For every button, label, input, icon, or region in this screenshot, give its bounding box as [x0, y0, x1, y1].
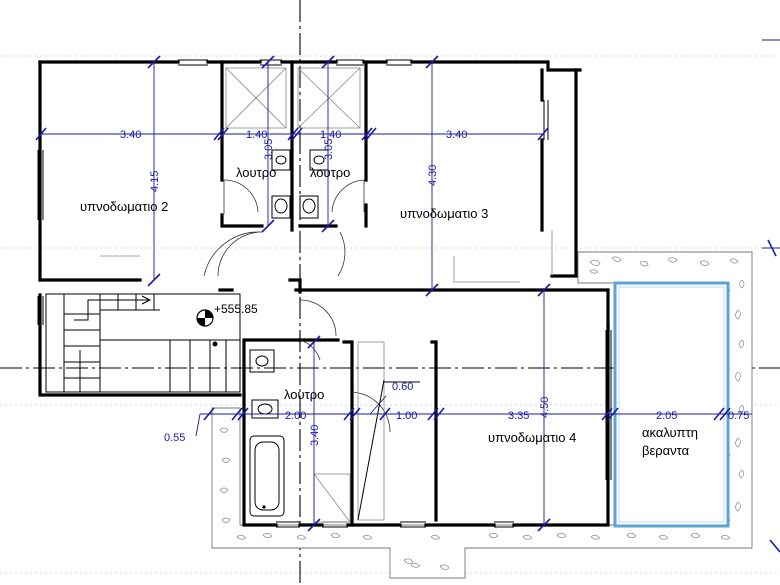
dim-3-40-vertical: 3.40 [309, 425, 321, 446]
dim-1-00: 1.00 [396, 410, 417, 422]
dim-2-05: 2.05 [656, 410, 677, 422]
windows [37, 59, 612, 528]
dimension-ticks [35, 55, 731, 532]
exterior-walls [38, 60, 610, 527]
dim-3-05-a: 3.05 [263, 139, 275, 160]
dim-2-00: 2.00 [285, 410, 306, 422]
level-label: +555.85 [214, 302, 258, 316]
dim-4-15: 4.15 [149, 171, 161, 192]
room-label-bath-1: λουτρο [236, 165, 276, 180]
dim-3-40-right: 3.40 [446, 129, 467, 141]
dimension-labels: 3.40 1.40 1.40 3.40 4.15 3.05 3.05 4.30 … [120, 129, 749, 446]
dim-3-05-b: 3.05 [323, 139, 335, 160]
staircase [45, 293, 241, 393]
room-label-bath-3: λουτρο [284, 387, 324, 402]
dim-3-35: 3.35 [508, 410, 529, 422]
room-label-bedroom-3: υπνοδωματιο 3 [400, 206, 488, 221]
dimension-lines [40, 62, 752, 525]
room-label-bedroom-2: υπνοδωματιο 2 [80, 199, 168, 214]
dim-4-30: 4.30 [427, 165, 439, 186]
room-label-bedroom-4: υπνοδωματιο 4 [488, 430, 576, 445]
level-marker: +555.85 [196, 302, 258, 327]
room-label-terrace-line-1: ακαλυπτη [642, 425, 698, 440]
dim-1-40-a: 1.40 [246, 129, 267, 141]
dim-0-60: 0.60 [392, 381, 413, 393]
room-label-bath-2: λουτρο [310, 165, 350, 180]
detail-lines [100, 230, 553, 347]
door-swings [203, 179, 391, 433]
dim-0-55: 0.55 [164, 432, 185, 444]
right-margin-marks [762, 39, 780, 553]
room-labels: υπνοδωματιο 2 λουτρο λουτρο υπνοδωματιο … [80, 165, 698, 458]
dim-4-50: 4.50 [539, 397, 551, 418]
dim-3-40-left: 3.40 [120, 129, 141, 141]
room-label-terrace-line-2: βεραντα [642, 443, 690, 458]
terrace-pebbles [211, 251, 753, 579]
dim-0-75: 0.75 [728, 410, 749, 422]
dim-1-40-b: 1.40 [320, 129, 341, 141]
